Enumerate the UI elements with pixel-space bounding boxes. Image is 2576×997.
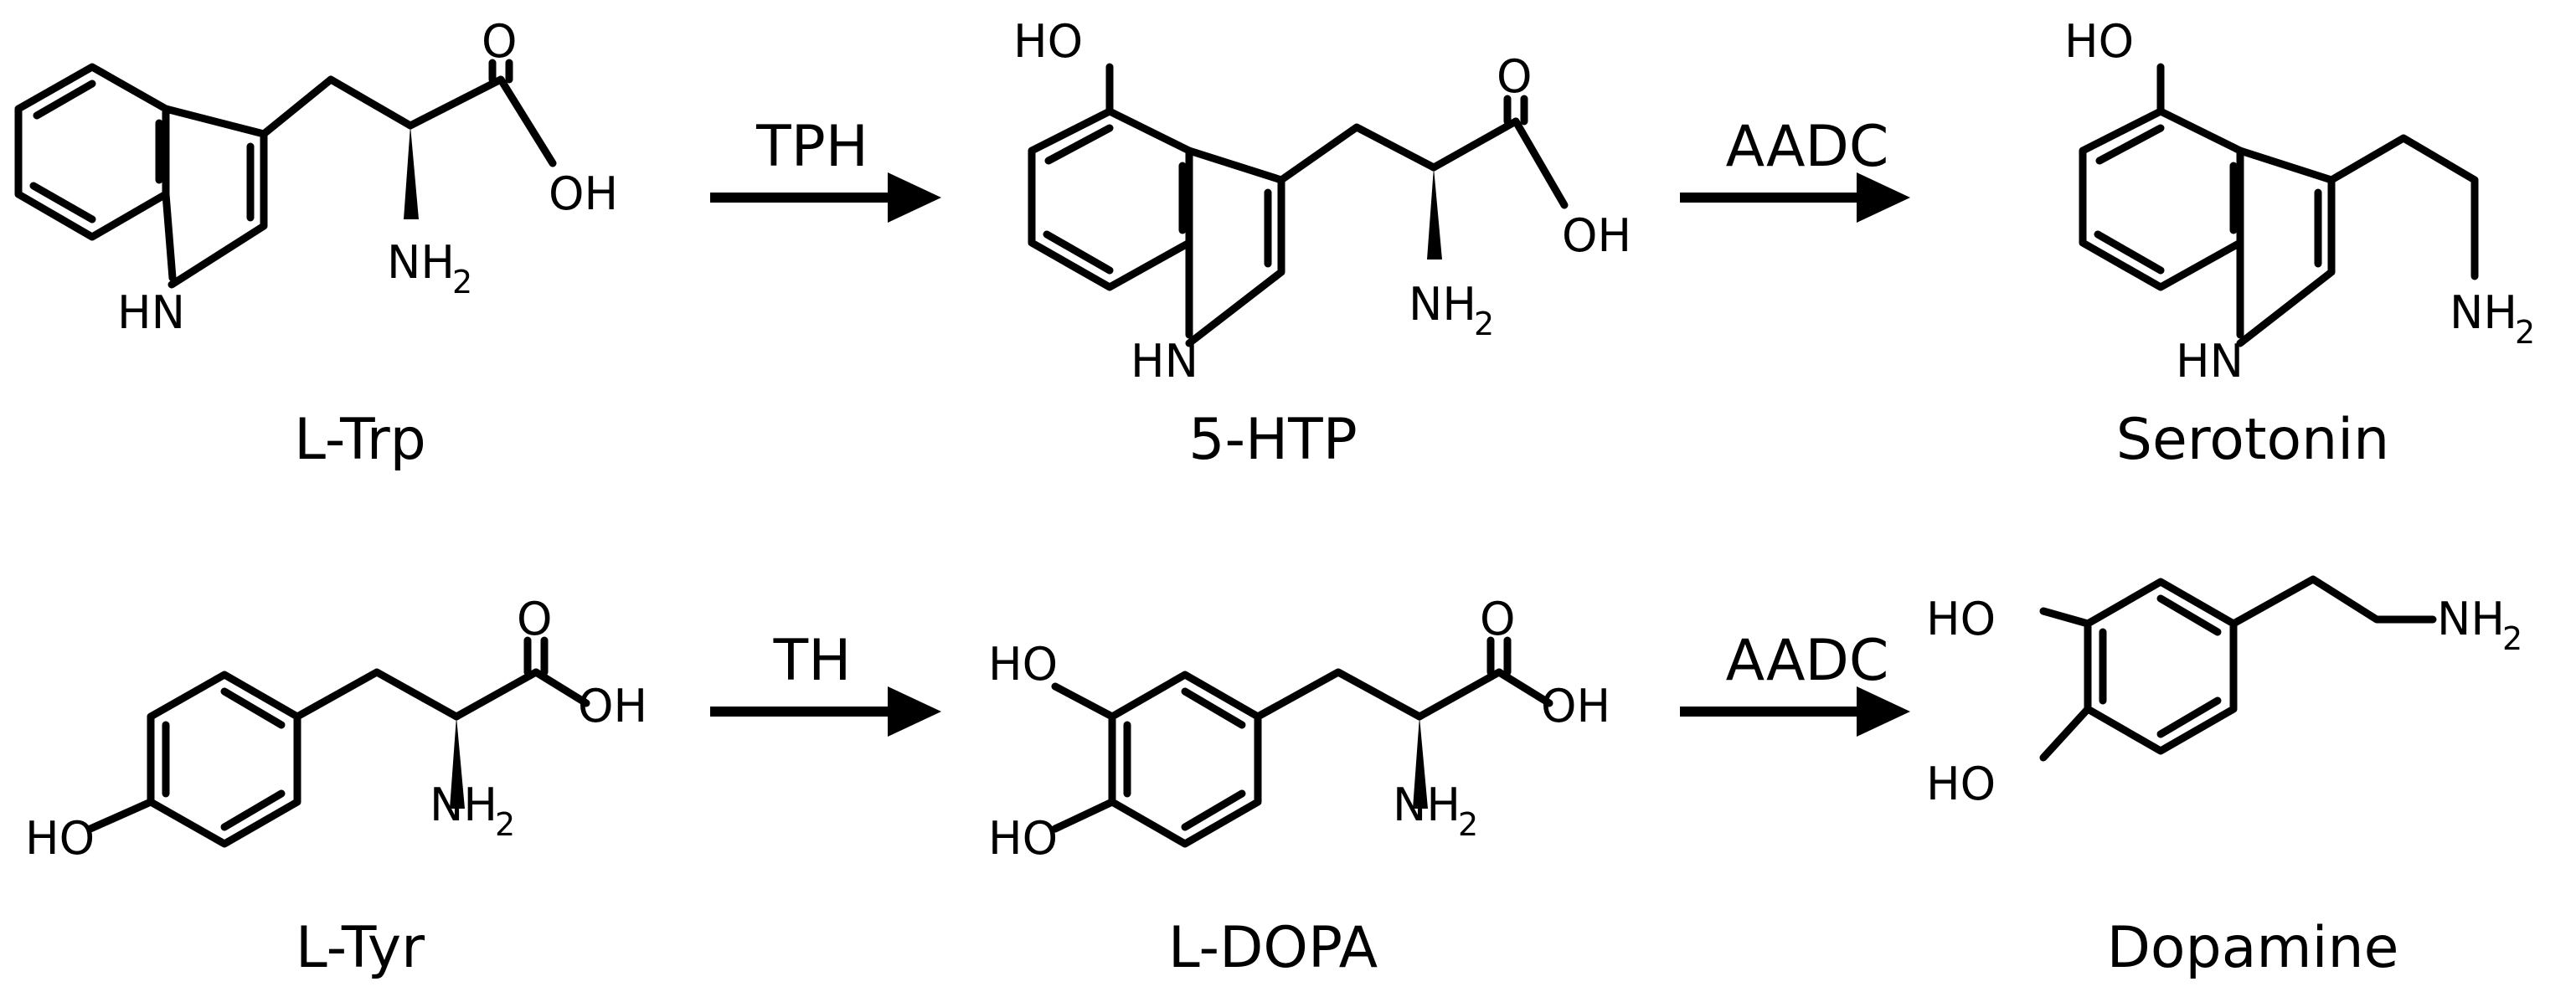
enzyme-label-tph: TPH — [755, 114, 868, 180]
compound-label-5-htp: 5-HTP — [1188, 407, 1357, 473]
ltrp-oxygen-label: O — [482, 15, 518, 68]
compound-label-ltyr: L-Tyr — [296, 915, 425, 981]
compound-label-ltrp: L-Trp — [294, 407, 426, 473]
compound-label-dopamine: Dopamine — [2107, 915, 2399, 981]
ldopa-amine-label: NH — [1393, 779, 1461, 831]
dopamine-hydroxyl-bottom-label: HO — [1926, 758, 1996, 810]
ltrp-indole-nh-label: HN — [117, 286, 185, 339]
htp-indole-nh-label: HN — [1131, 335, 1198, 388]
htp-benzene-ring — [1028, 107, 1193, 291]
molecule-5-htp — [1028, 63, 1569, 347]
ltyr-acid-hydroxyl-label: OH — [578, 680, 647, 732]
ltyr-benzene-ring — [147, 671, 301, 848]
molecule-ldopa — [1051, 636, 1553, 848]
serotonin-amine-subscript: 2 — [2515, 314, 2535, 351]
molecule-ltrp — [14, 59, 557, 289]
ldopa-hydroxyl-bottom-label: HO — [988, 812, 1058, 865]
ldopa-amine-subscript: 2 — [1458, 806, 1478, 843]
ltrp-hydroxyl-label: OH — [549, 167, 618, 220]
htp-hydroxyl-label: HO — [1013, 15, 1083, 68]
molecule-serotonin — [2079, 63, 2479, 347]
arrow-aadc-top — [1680, 172, 1910, 223]
serotonin-amine-label: NH — [2450, 286, 2517, 339]
htp-acid-hydroxyl-label: OH — [1562, 209, 1631, 262]
ldopa-acid-hydroxyl-label: OH — [1541, 680, 1610, 732]
enzyme-label-aadc-bottom: AADC — [1726, 628, 1889, 694]
ltrp-amine-label: NH — [387, 236, 455, 289]
ltyr-amine-label: NH — [430, 779, 497, 831]
molecule-ltyr — [86, 636, 590, 848]
compound-label-ldopa: L-DOPA — [1168, 915, 1378, 981]
htp-amine-label: NH — [1409, 278, 1476, 331]
ltrp-amine-subscript: 2 — [452, 264, 472, 301]
ltyr-phenol-hydroxyl-label: HO — [25, 812, 95, 865]
ldopa-oxygen-label: O — [1480, 593, 1516, 645]
ltyr-oxygen-label: O — [517, 593, 553, 645]
dopamine-amine-subscript: 2 — [2502, 620, 2522, 657]
dopamine-benzene-ring — [2084, 578, 2238, 755]
ldopa-benzene-ring — [1108, 671, 1262, 848]
compound-label-serotonin: Serotonin — [2116, 407, 2389, 473]
ldopa-hydroxyl-top-label: HO — [988, 638, 1058, 691]
ltrp-benzene-ring — [14, 63, 170, 241]
dopamine-hydroxyl-top-label: HO — [1926, 593, 1996, 645]
htp-amine-subscript: 2 — [1474, 306, 1494, 342]
serotonin-benzene-ring — [2079, 107, 2244, 291]
ltrp-pyrrole-ring — [162, 105, 268, 289]
enzyme-label-aadc-top: AADC — [1726, 114, 1889, 180]
ltyr-amine-subscript: 2 — [495, 806, 515, 843]
arrow-th — [710, 686, 941, 737]
enzyme-label-th: TH — [773, 628, 852, 694]
serotonin-hydroxyl-label: HO — [2064, 15, 2134, 68]
arrow-tph — [710, 172, 941, 223]
arrow-aadc-bottom — [1680, 686, 1910, 737]
htp-oxygen-label: O — [1497, 50, 1533, 103]
molecule-dopamine — [2039, 575, 2437, 762]
dopamine-amine-label: NH — [2437, 593, 2505, 645]
serotonin-indole-nh-label: HN — [2176, 335, 2244, 388]
